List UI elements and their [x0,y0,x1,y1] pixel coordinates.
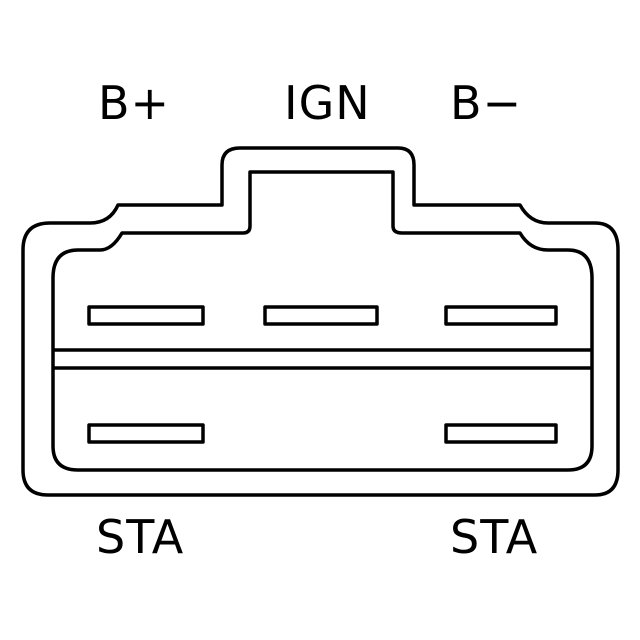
label-sta-right: STA [450,510,539,564]
label-ign: IGN [284,76,371,130]
connector-inner-outline [51,170,594,472]
connector-outer-outline [21,146,620,497]
pin-b-minus [444,305,558,326]
label-b-minus: B− [450,76,523,130]
pin-ign [263,305,379,326]
pin-b-plus [87,305,205,326]
pin-sta-right [444,423,558,444]
pin-sta-left [87,423,205,444]
label-b-plus: B+ [98,76,171,130]
label-sta-left: STA [96,510,185,564]
